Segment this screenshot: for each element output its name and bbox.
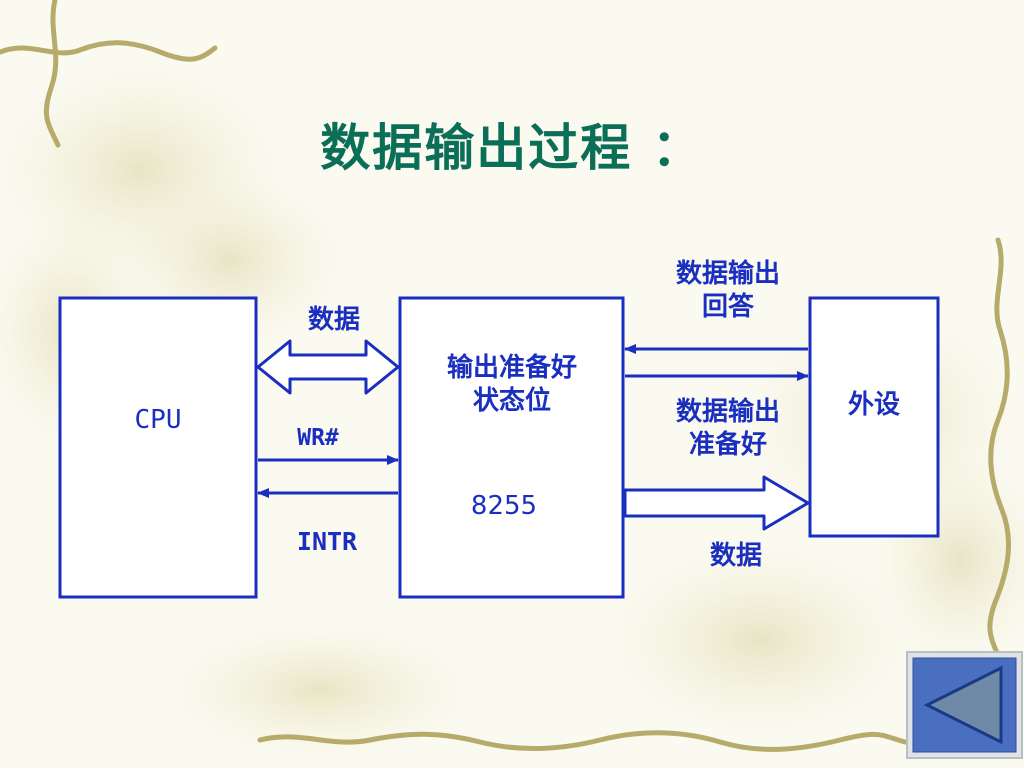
ready-label: 数据输出 准备好	[675, 397, 780, 460]
slide-title: 数据输出过程 ：	[320, 119, 704, 177]
intr-label: INTR	[296, 527, 358, 556]
cpu-box	[58, 296, 258, 599]
vine-right	[987, 237, 1012, 663]
peripheral-box	[808, 296, 940, 538]
chip-peripheral-data-arrow	[623, 475, 810, 531]
chip-peripheral-data-label: 数据	[709, 541, 762, 571]
wr-label: WR#	[297, 425, 339, 451]
chip-8255-box	[398, 296, 625, 599]
cpu-chip-data-label: 数据	[307, 305, 360, 335]
peripheral-label: 外设	[847, 390, 900, 420]
chip-status-label: 输出准备好 状态位	[446, 353, 577, 416]
ack-label: 数据输出 回答	[675, 259, 780, 322]
vine-bottom	[257, 730, 908, 752]
cpu-label: CPU	[134, 405, 182, 435]
vine-top-left	[0, 0, 218, 148]
chip-model-label: 8255	[470, 491, 538, 521]
triangle-left-icon	[906, 651, 1023, 759]
cpu-chip-data-bus-arrow	[256, 339, 400, 395]
previous-slide-button[interactable]	[905, 650, 1024, 760]
